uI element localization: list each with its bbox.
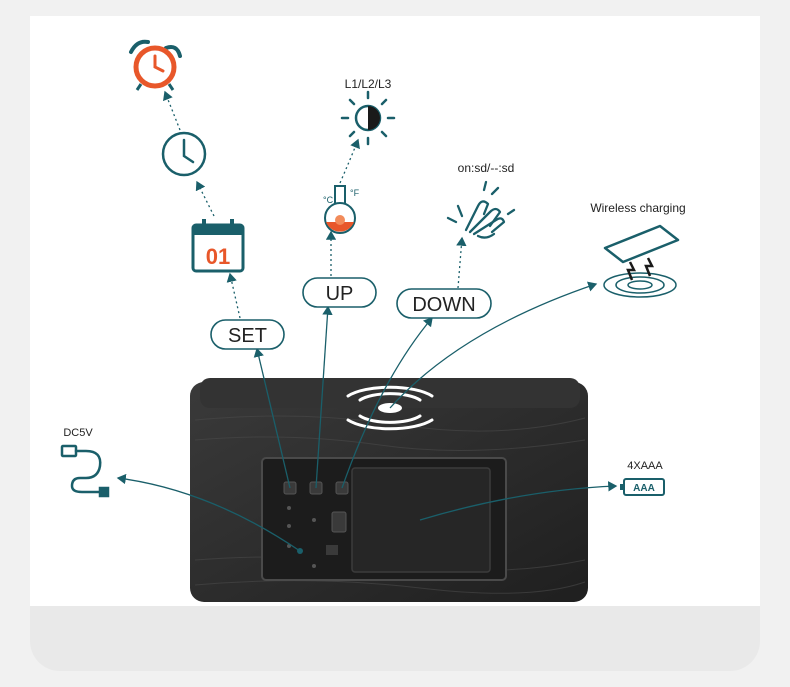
clock-icon	[161, 131, 207, 177]
svg-text:SET: SET	[228, 325, 267, 347]
wireless-pad-symbol	[346, 385, 434, 431]
up-button-label: UP	[302, 277, 377, 308]
svg-text:DOWN: DOWN	[412, 294, 475, 316]
down-button-label: DOWN	[396, 288, 492, 319]
brightness-label: L1/L2/L3	[345, 77, 392, 91]
calendar-icon: 01	[191, 219, 245, 273]
set-button-label: SET	[210, 319, 285, 350]
clapping-hands-icon	[446, 180, 516, 239]
wireless-charging-label: Wireless charging	[590, 201, 685, 215]
usb-cable-icon	[60, 444, 110, 498]
phone-charging-icon	[603, 224, 680, 298]
battery-icon: AAA	[620, 478, 665, 496]
svg-text:°F: °F	[350, 188, 360, 198]
alarm-clock-icon	[129, 39, 182, 91]
svg-text:AAA: AAA	[633, 483, 655, 494]
sound-control-label: on:sd/--:sd	[458, 161, 515, 175]
clock-device	[190, 378, 588, 602]
svg-text:°C: °C	[323, 195, 334, 205]
dc-input-label: DC5V	[63, 427, 93, 439]
battery-label: 4XAAA	[627, 460, 663, 472]
thermometer-flask-icon: °C °F	[323, 185, 360, 234]
half-sun-icon	[340, 90, 396, 146]
svg-text:01: 01	[206, 244, 230, 269]
connector-lines	[116, 90, 618, 552]
svg-text:UP: UP	[326, 283, 354, 305]
